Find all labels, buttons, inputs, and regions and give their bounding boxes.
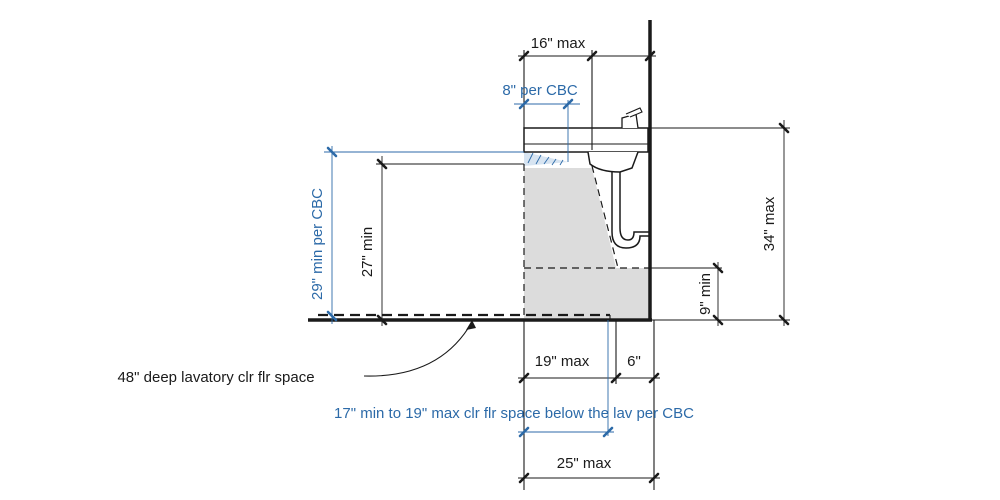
dim-16-max — [518, 50, 656, 150]
dim-27-min — [376, 156, 524, 326]
label-6: 6" — [627, 353, 641, 370]
label-9-min: 9" min — [697, 273, 714, 315]
clear-floor-space-leader — [363, 321, 473, 377]
dim-34-max — [648, 120, 790, 326]
label-19-max: 19" max — [535, 353, 590, 370]
cbc-hatch — [524, 152, 568, 166]
lavatory — [523, 107, 650, 249]
label-48-deep: 48" deep lavatory clr flr space — [117, 369, 314, 386]
label-25-max: 25" max — [557, 455, 612, 472]
label-8-cbc: 8" per CBC — [502, 82, 578, 99]
knee-profile-slope — [591, 165, 619, 269]
label-27-min: 27" min — [359, 227, 376, 277]
dim-29-cbc — [324, 146, 524, 324]
knee-toe-clearance-area — [524, 168, 650, 318]
dim-9-min — [650, 262, 724, 326]
dim-17-19-cbc — [518, 320, 614, 438]
label-34-max: 34" max — [761, 196, 778, 251]
label-16-max: 16" max — [531, 35, 586, 52]
dim-8-cbc — [514, 98, 580, 162]
dim-25-max — [518, 472, 660, 484]
label-29-cbc: 29" min per CBC — [309, 188, 326, 300]
dim-19-max-6 — [518, 320, 660, 490]
label-17-19-cbc: 17" min to 19" max clr flr space below t… — [334, 405, 694, 422]
